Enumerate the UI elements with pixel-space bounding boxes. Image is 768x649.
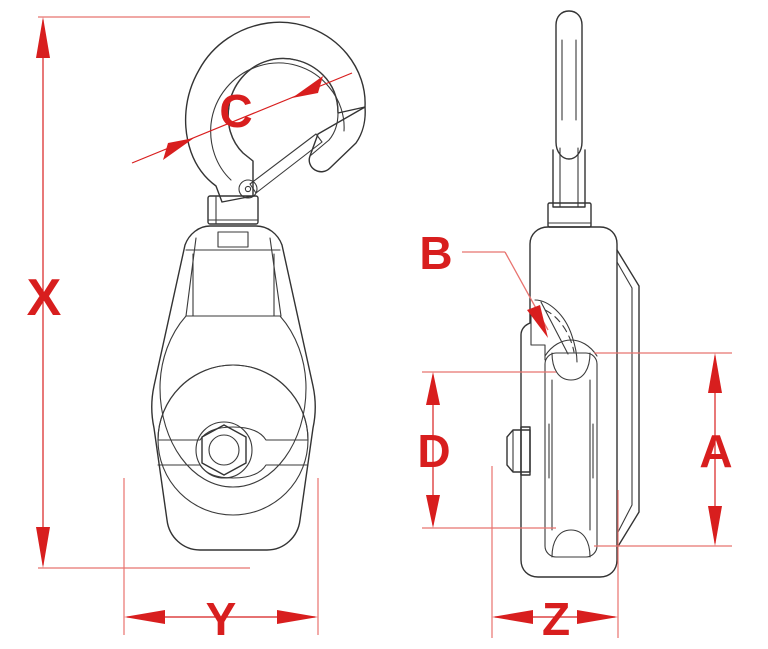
hook-shank-edge [552, 10, 586, 208]
swivel-collar [207, 195, 259, 225]
dimension-label-a: A [699, 425, 732, 477]
spring-safety-latch [238, 133, 323, 199]
dimension-x: X [27, 16, 310, 569]
side-plates [151, 225, 316, 551]
dimension-label-y: Y [206, 593, 237, 645]
dimension-label-c: C [219, 85, 252, 137]
dimension-label-x: X [27, 269, 62, 327]
side-view [506, 10, 640, 578]
dimension-label-d: D [417, 425, 450, 477]
dimension-c: C [131, 72, 353, 164]
dimension-d: D [417, 371, 556, 529]
front-view [151, 21, 366, 551]
dimension-label-b: B [419, 227, 452, 279]
side-plates-side [520, 226, 640, 578]
dimension-y: Y [123, 478, 319, 645]
dimension-z: Z [491, 466, 619, 645]
hex-axle-nut [195, 421, 253, 479]
dimension-a: A [594, 352, 733, 547]
dimension-b: B [419, 227, 549, 338]
dimension-label-z: Z [542, 593, 570, 645]
hex-axle-nut-side [506, 426, 531, 476]
